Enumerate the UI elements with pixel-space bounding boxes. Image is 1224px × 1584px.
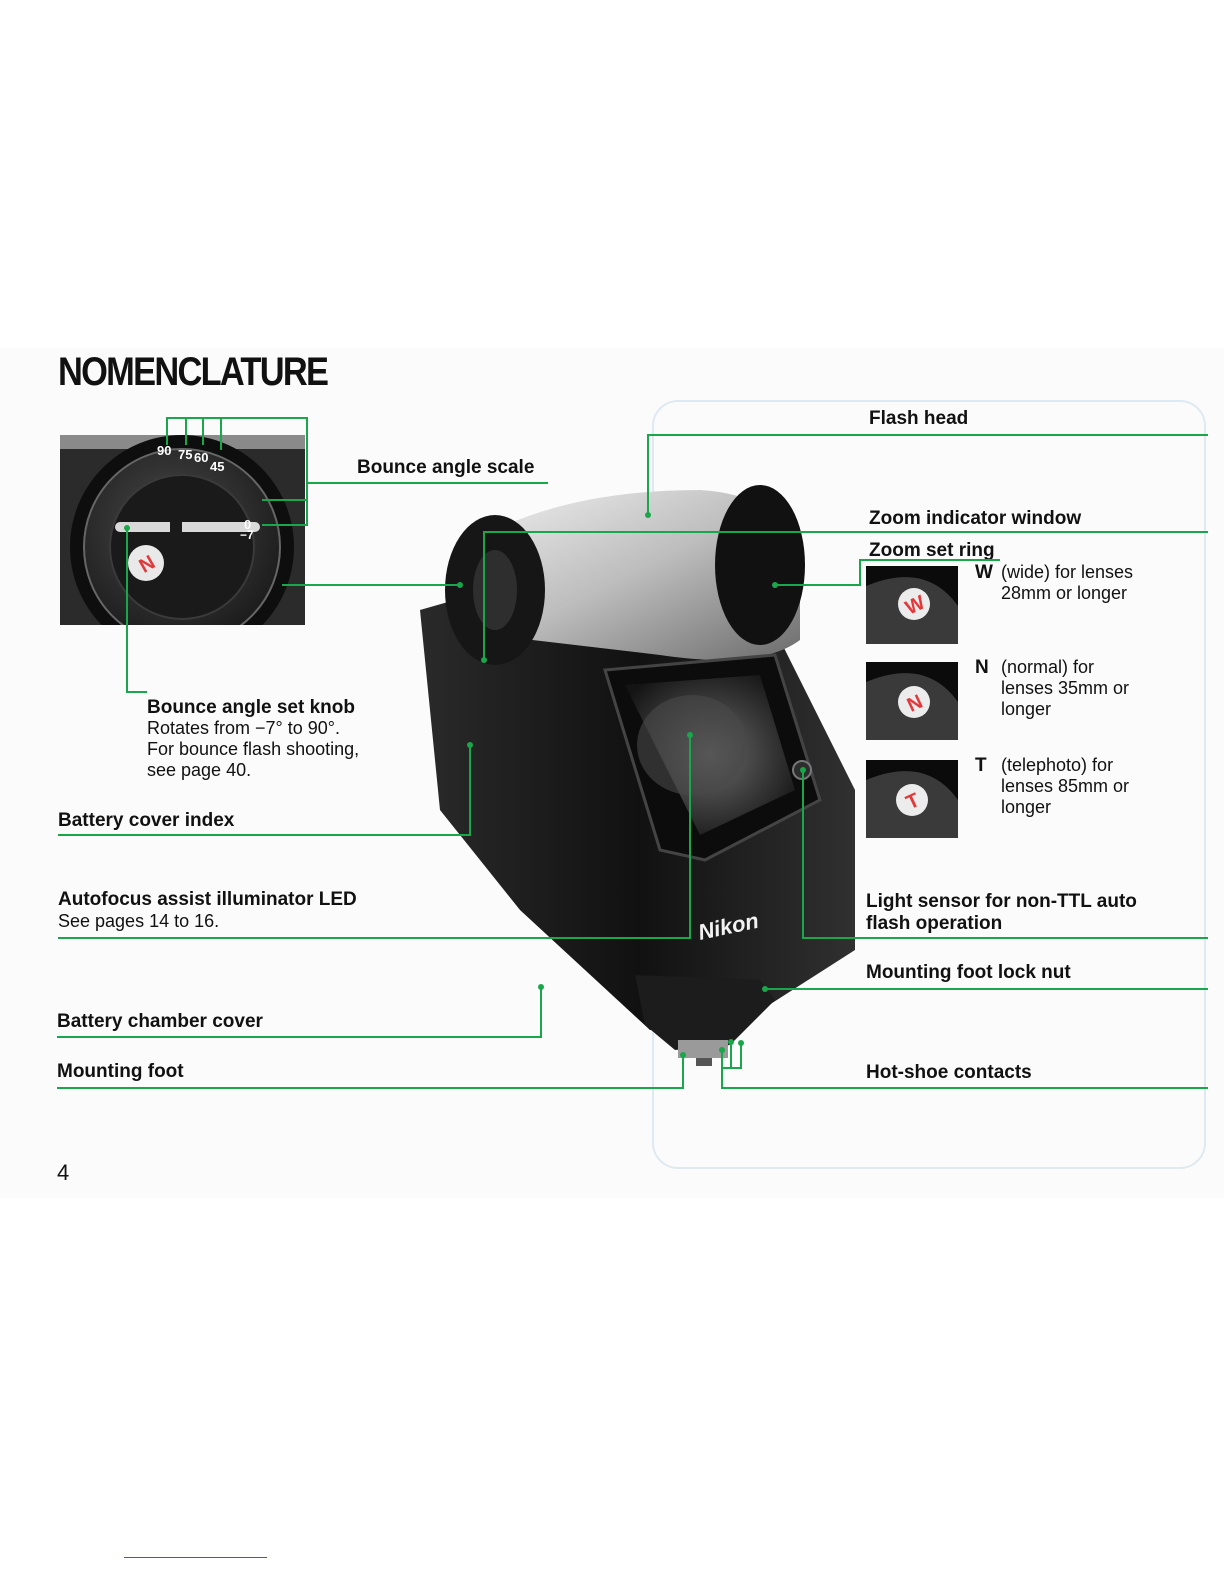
leader-bounce-knob	[127, 528, 147, 692]
leader-dot	[481, 657, 487, 663]
footer-rule	[124, 1557, 267, 1558]
leader-dot	[680, 1052, 686, 1058]
leader-dot	[738, 1040, 744, 1046]
leader-dot	[687, 732, 693, 738]
leader-zoom-set-ring	[282, 560, 1000, 585]
leader-bounce-angle-scale	[167, 418, 548, 525]
leader-light-sensor	[803, 770, 1208, 938]
leader-dot	[124, 525, 130, 531]
leader-dot	[538, 984, 544, 990]
page-number: 4	[57, 1160, 69, 1186]
leader-battery-chamber-cover	[57, 987, 541, 1037]
leader-zoom-indicator-window	[484, 532, 1208, 660]
leader-af-assist-led	[58, 735, 690, 938]
leader-dot	[762, 986, 768, 992]
leader-flash-head	[648, 435, 1208, 515]
leader-battery-cover-index	[58, 745, 470, 835]
leader-dot	[772, 582, 778, 588]
leader-mounting-foot	[57, 1055, 683, 1088]
leader-dot	[800, 767, 806, 773]
leader-dot	[728, 1039, 734, 1045]
leader-hot-shoe-contacts	[722, 1042, 1208, 1088]
leader-dot	[645, 512, 651, 518]
leader-dot	[457, 582, 463, 588]
leader-dot	[467, 742, 473, 748]
leader-dot	[719, 1047, 725, 1053]
